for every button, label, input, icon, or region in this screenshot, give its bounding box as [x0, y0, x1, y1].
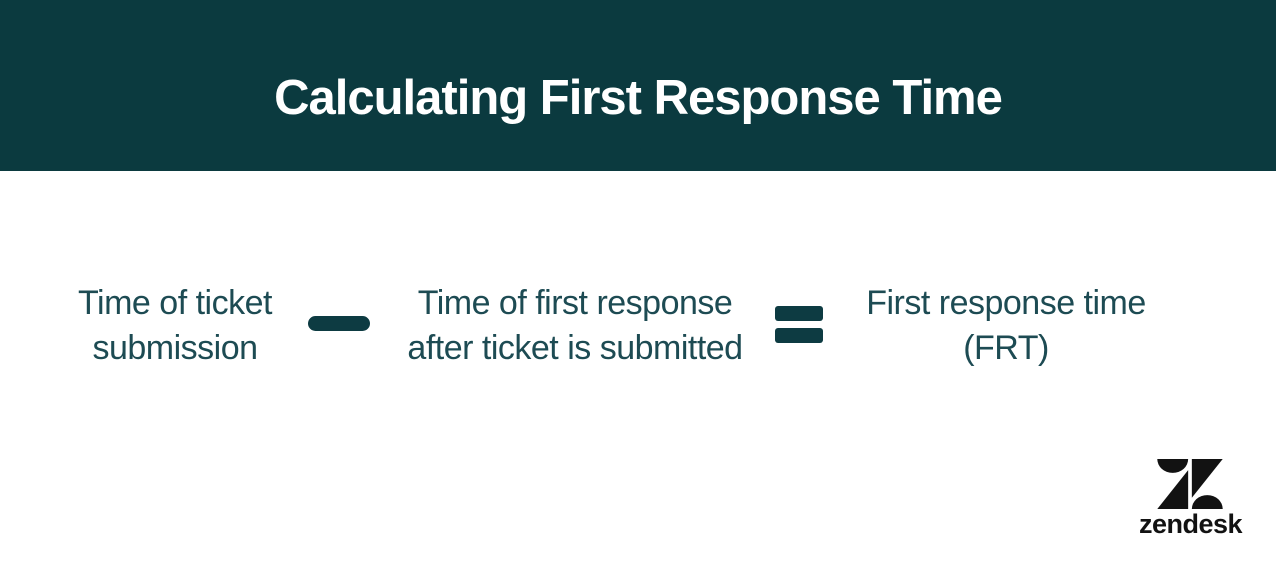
minus-icon [308, 316, 370, 331]
zendesk-logo-icon [1157, 459, 1223, 509]
equals-bar-top [775, 306, 823, 321]
formula-result-frt: First response time (FRT) [826, 281, 1186, 371]
header-band: Calculating First Response Time [0, 0, 1276, 171]
zendesk-wordmark: zendesk [1139, 509, 1243, 539]
equals-bar-bottom [775, 328, 823, 343]
result-line-1: First response time [866, 284, 1146, 322]
page-title: Calculating First Response Time [274, 71, 1003, 125]
formula-operand-ticket-submission: Time of ticket submission [25, 281, 325, 371]
equals-icon [775, 306, 823, 343]
operand-line-1: Time of ticket [78, 284, 272, 322]
formula-operand-first-response: Time of first response after ticket is s… [385, 281, 765, 371]
operand-line-2: after ticket is submitted [407, 329, 743, 367]
operand-line-1: Time of first response [417, 284, 733, 322]
result-line-2: (FRT) [963, 329, 1049, 367]
operand-line-2: submission [92, 329, 258, 367]
